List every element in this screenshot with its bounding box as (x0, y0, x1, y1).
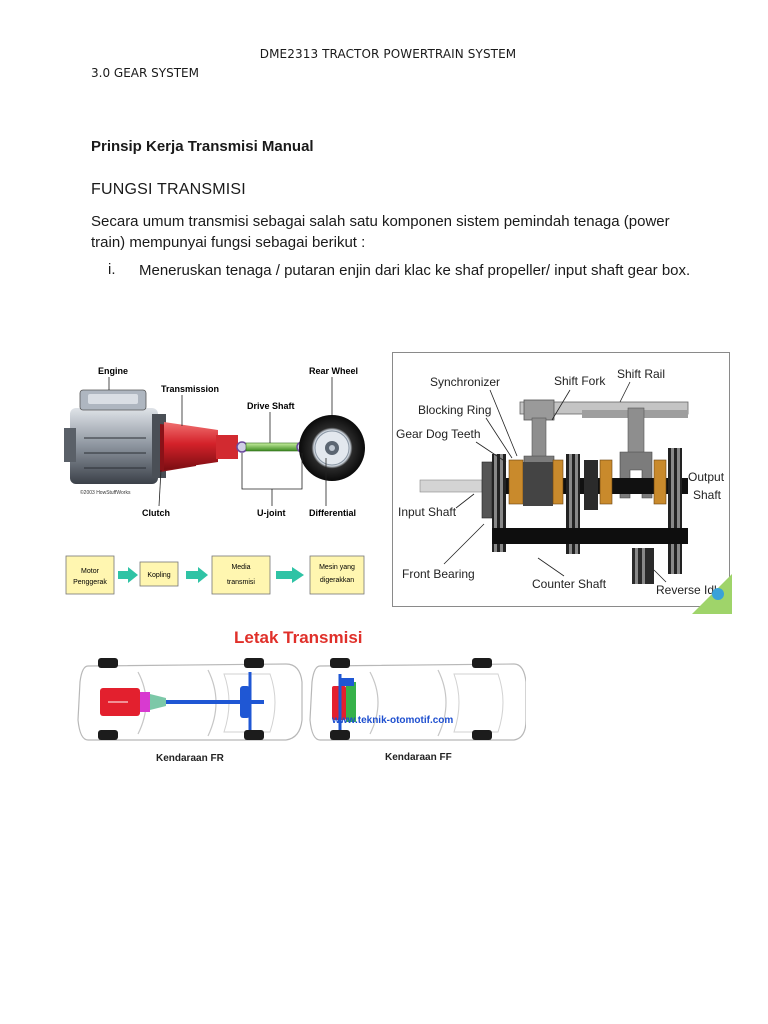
label-ujoint: U-joint (257, 508, 286, 518)
label-front-bearing: Front Bearing (402, 567, 475, 581)
label-synchronizer: Synchronizer (430, 375, 500, 389)
label-transmission: Transmission (161, 384, 219, 394)
engine-graphic (64, 389, 166, 484)
label-clutch: Clutch (142, 508, 170, 518)
label-engine: Engine (98, 366, 128, 376)
label-gear-dog-teeth: Gear Dog Teeth (396, 427, 481, 441)
flow-box-motor-line1: Motor (81, 568, 100, 575)
counter-shaft-graphic (492, 528, 688, 584)
label-drive-shaft: Drive Shaft (247, 401, 295, 411)
rear-wheel-graphic (299, 415, 365, 481)
flow-arrow-2 (186, 567, 208, 583)
flow-box-media-line1: Media (231, 564, 250, 571)
list-item-marker: i. (108, 261, 116, 278)
course-header: DME2313 TRACTOR POWERTRAIN SYSTEM (259, 47, 517, 61)
label-output: Output (688, 470, 725, 484)
flow-box-mesin (309, 555, 365, 595)
body-paragraph: Secara umum transmisi sebagai salah satu… (91, 213, 670, 251)
car-ff-graphic (309, 658, 526, 741)
letak-transmisi-title: Letak Transmisi (234, 628, 363, 647)
label-blocking-ring: Blocking Ring (418, 403, 491, 417)
label-input-shaft: Input Shaft (398, 505, 457, 519)
copyright-note: ©2003 HowStuffWorks (80, 489, 131, 496)
gearbox-diagram: Synchronizer Shift Fork Shift Rail Block… (392, 352, 732, 614)
label-reverse-idler: Reverse Idl (656, 583, 717, 597)
flow-arrow-1 (118, 567, 138, 583)
label-shaft: Shaft (693, 488, 722, 502)
label-shift-fork: Shift Fork (554, 374, 606, 388)
flow-arrow-3 (276, 567, 304, 583)
flow-box-motor-line2: Penggerak (73, 579, 107, 586)
car-fr-graphic (77, 658, 303, 741)
label-differential: Differential (309, 508, 356, 518)
label-counter-shaft: Counter Shaft (532, 577, 607, 591)
flow-box-media-line2: transmisi (227, 579, 255, 586)
page-title: Prinsip Kerja Transmisi Manual (91, 138, 314, 155)
flow-box-kopling (139, 561, 179, 587)
flow-box-mesin-line2: digerakkan (320, 577, 354, 584)
label-shift-rail: Shift Rail (617, 367, 665, 381)
label-kendaraan-ff: Kendaraan FF (385, 752, 452, 763)
flow-box-motor (65, 555, 115, 595)
transmission-placement-diagram: Letak Transmisi Kendaraan FR www.tek (77, 628, 526, 764)
section-label: 3.0 GEAR SYSTEM (91, 66, 199, 80)
subheading: FUNGSI TRANSMISI (91, 181, 246, 198)
flow-diagram: Motor Penggerak Kopling Media transmisi … (65, 555, 365, 595)
publisher-badge-dot-icon (712, 588, 724, 600)
flow-box-mesin-line1: Mesin yang (319, 564, 355, 571)
label-kendaraan-fr: Kendaraan FR (156, 753, 225, 764)
watermark-url: www.teknik-otomotif.com (331, 715, 453, 726)
transmission-graphic (160, 422, 238, 472)
list-item-text: Meneruskan tenaga / putaran enjin dari k… (139, 262, 691, 279)
powertrain-diagram: Engine Transmission Rear Wheel Drive Sha… (64, 366, 365, 595)
label-rear-wheel: Rear Wheel (309, 366, 358, 376)
flow-box-kopling-line1: Kopling (147, 572, 170, 579)
flow-box-media (211, 555, 271, 595)
